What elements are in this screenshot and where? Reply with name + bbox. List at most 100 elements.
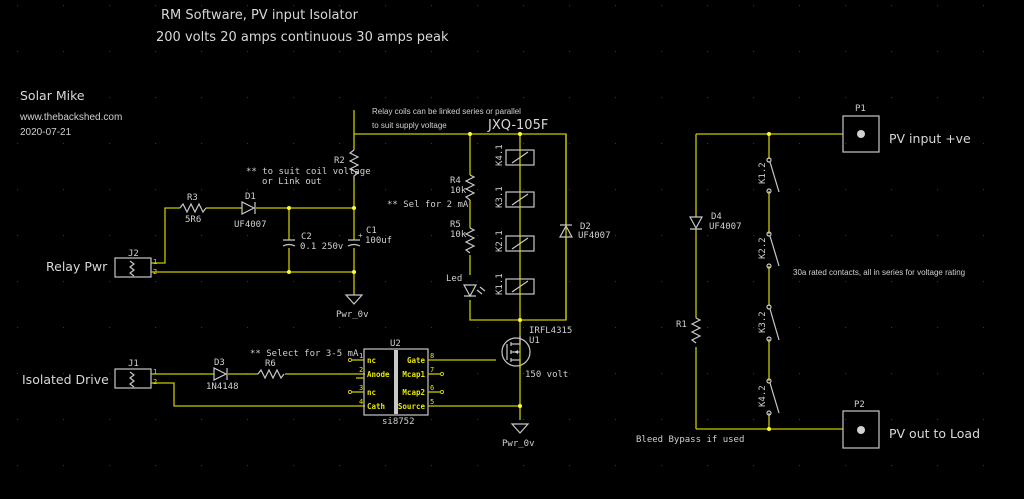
r4-note: ** Sel for 2 mA [387, 200, 469, 210]
relay-contact-k3-2[interactable]: K3.2 [758, 304, 780, 342]
relay-coil-k1-1[interactable]: K1.1 [495, 273, 535, 295]
terminal-p1[interactable]: P1 [842, 104, 880, 153]
svg-text:0.1 250v: 0.1 250v [300, 242, 343, 252]
pv-output-label: PV out to Load [889, 426, 980, 441]
svg-text:Pwr_0v: Pwr_0v [502, 439, 535, 449]
ground-symbol-1: Pwr_0v [336, 294, 369, 320]
author-date: 2020-07-21 [20, 127, 72, 138]
svg-text:3: 3 [359, 384, 363, 392]
svg-text:P1: P1 [855, 104, 866, 114]
relay-note-1: Relay coils can be linked series or para… [372, 107, 521, 116]
svg-text:** to suit coil voltage: ** to suit coil voltage [246, 167, 371, 177]
svg-text:7: 7 [430, 366, 434, 374]
svg-text:10k: 10k [450, 230, 467, 240]
resistor-r5[interactable]: R5 10k [450, 220, 476, 254]
resistor-r2[interactable]: R2 ** to suit coil voltage or Link out [246, 149, 371, 187]
subtitle: 200 volts 20 amps continuous 30 amps pea… [156, 30, 449, 45]
relay-pwr-section: Relay Pwr J2 1 2 R3 5R6 D1 UF4007 [46, 110, 392, 320]
svg-text:U1: U1 [529, 336, 540, 346]
svg-text:C1: C1 [366, 226, 377, 236]
connector-j1[interactable]: J1 1 2 [114, 359, 157, 389]
svg-text:R1: R1 [676, 320, 687, 330]
svg-text:UF4007: UF4007 [234, 220, 267, 230]
author-name: Solar Mike [20, 88, 85, 103]
svg-text:K1.2: K1.2 [758, 162, 768, 184]
relay-contact-k4-2[interactable]: K4.2 [758, 378, 780, 416]
terminal-p2[interactable]: P2 [842, 400, 880, 449]
ground-symbol-2: Pwr_0v [502, 423, 535, 449]
svg-text:1: 1 [153, 368, 157, 376]
svg-text:+: + [358, 231, 363, 240]
resistor-r1[interactable]: R1 [676, 317, 702, 344]
svg-text:R5: R5 [450, 220, 461, 230]
diode-d4[interactable]: D4 UF4007 [688, 212, 742, 232]
diode-d3[interactable]: D3 1N4148 [206, 358, 239, 392]
svg-text:100uf: 100uf [365, 236, 392, 246]
svg-text:R6: R6 [265, 359, 276, 369]
svg-text:nc: nc [367, 356, 376, 365]
contacts-note: 30a rated contacts, all in series for vo… [793, 268, 965, 277]
svg-text:K4.2: K4.2 [758, 385, 768, 407]
capacitor-c1[interactable]: + C1 100uf [347, 226, 392, 247]
resistor-r3[interactable]: R3 5R6 [179, 193, 207, 225]
mosfet-voltage: 150 volt [525, 370, 568, 380]
svg-text:2: 2 [153, 378, 157, 386]
ic-u2[interactable]: U2 si8752 1 2 3 4 nc Anode nc Cath 8 7 6… [347, 339, 520, 427]
svg-text:1: 1 [153, 258, 157, 266]
svg-text:nc: nc [367, 388, 376, 397]
relay-coil-k3-1[interactable]: K3.1 [495, 186, 535, 208]
svg-text:K2.1: K2.1 [495, 230, 505, 252]
mosfet-u1[interactable]: IRFL4315 U1 150 volt [501, 326, 572, 420]
svg-text:Mcap2: Mcap2 [402, 388, 425, 397]
pv-input-label: PV input +ve [889, 131, 971, 146]
svg-text:K3.2: K3.2 [758, 311, 768, 333]
resistor-r4[interactable]: R4 10k ** Sel for 2 mA [387, 174, 476, 210]
svg-text:UF4007: UF4007 [578, 231, 611, 241]
svg-text:D1: D1 [245, 192, 256, 202]
relay-part-number: JXQ-105F [487, 118, 548, 133]
svg-text:IRFL4315: IRFL4315 [529, 326, 572, 336]
relay-contact-k2-2[interactable]: K2.2 [758, 231, 780, 269]
svg-text:K1.1: K1.1 [495, 273, 505, 295]
svg-text:Source: Source [398, 402, 426, 411]
led[interactable]: Led [446, 274, 486, 298]
svg-text:R3: R3 [187, 193, 198, 203]
relay-coil-section: Relay coils can be linked series or para… [354, 107, 611, 345]
svg-text:or Link out: or Link out [262, 177, 322, 187]
author-website: www.thebackshed.com [19, 112, 122, 123]
svg-text:R4: R4 [450, 176, 461, 186]
title: RM Software, PV input Isolator [161, 8, 359, 23]
svg-text:2: 2 [359, 366, 363, 374]
isolated-drive-label: Isolated Drive [22, 372, 109, 387]
r6-note: ** Select for 3-5 mA [250, 349, 359, 359]
svg-text:1N4148: 1N4148 [206, 382, 239, 392]
svg-text:6: 6 [430, 384, 434, 392]
relay-contact-k1-2[interactable]: K1.2 [758, 157, 780, 194]
svg-text:UF4007: UF4007 [709, 222, 742, 232]
relay-note-2: to suit supply voltage [372, 121, 447, 130]
svg-text:Gate: Gate [407, 356, 426, 365]
svg-text:si8752: si8752 [382, 417, 415, 427]
svg-text:P2: P2 [854, 400, 865, 410]
svg-text:K2.2: K2.2 [758, 237, 768, 259]
svg-text:5R6: 5R6 [185, 215, 201, 225]
svg-text:U2: U2 [390, 339, 401, 349]
relay-pwr-label: Relay Pwr [46, 259, 108, 274]
pv-section: P1 PV input +ve P2 PV out to Load D4 UF4… [636, 104, 980, 449]
svg-text:D2: D2 [580, 222, 591, 232]
svg-text:8: 8 [430, 352, 434, 360]
capacitor-c2[interactable]: C2 0.1 250v [282, 232, 343, 252]
svg-text:K4.1: K4.1 [495, 144, 505, 166]
diode-d1[interactable]: D1 UF4007 [234, 192, 267, 230]
relay-coil-k2-1[interactable]: K2.1 [495, 230, 535, 252]
svg-text:K3.1: K3.1 [495, 186, 505, 208]
svg-text:5: 5 [430, 398, 434, 406]
relay-coil-k4-1[interactable]: K4.1 [495, 144, 535, 166]
diode-d2[interactable]: D2 UF4007 [558, 222, 611, 241]
svg-text:Cath: Cath [367, 402, 385, 411]
resistor-r6[interactable]: R6 ** Select for 3-5 mA [250, 349, 359, 380]
svg-text:J1: J1 [128, 359, 139, 369]
svg-text:D3: D3 [214, 358, 225, 368]
